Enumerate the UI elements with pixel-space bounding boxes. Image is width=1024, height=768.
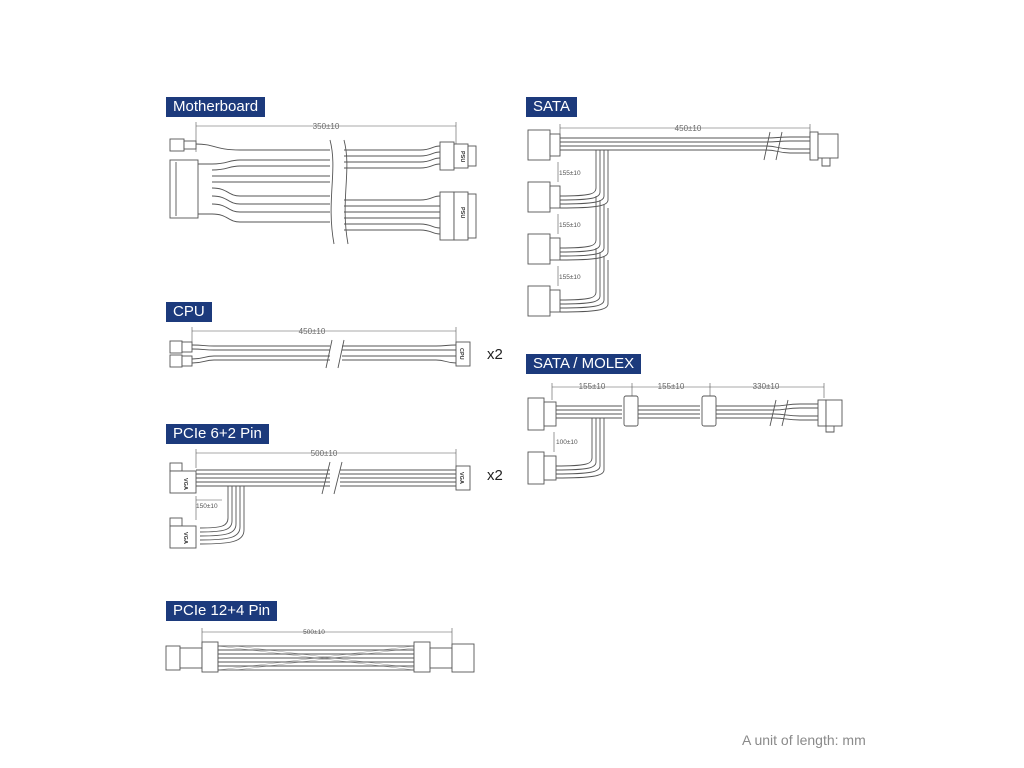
satamolex-spacing-3: 330±10 xyxy=(753,382,780,391)
pcie62-length: 500±10 xyxy=(311,449,338,458)
motherboard-length: 350±10 xyxy=(313,122,340,131)
cpu-header: CPU xyxy=(166,302,212,322)
satamolex-spacing-1: 155±10 xyxy=(579,382,606,391)
pcie62-vga-label-2: VGA xyxy=(182,532,188,544)
pcie124-header: PCIe 12+4 Pin xyxy=(166,601,278,621)
sata-header: SATA xyxy=(526,97,577,117)
satamolex-spacing-2: 155±10 xyxy=(658,382,685,391)
satamolex-header: SATA / MOLEX xyxy=(526,354,642,374)
pcie62-branch-length: 150±10 xyxy=(196,503,218,510)
motherboard-cable xyxy=(169,122,477,245)
sata-length: 450±10 xyxy=(675,124,702,133)
cpu-length: 450±10 xyxy=(299,327,326,336)
sata-spacing-2: 155±10 xyxy=(559,222,581,229)
motherboard-header: Motherboard xyxy=(166,97,266,117)
satamolex-branch-length: 100±10 xyxy=(556,439,578,446)
motherboard-psu-label-2: PSU xyxy=(459,207,465,218)
sata-spacing-1: 155±10 xyxy=(559,170,581,177)
cpu-connector-label: CPU xyxy=(458,348,464,360)
pcie124-length: 500±10 xyxy=(303,629,325,636)
unit-footnote: A unit of length: mm xyxy=(742,732,866,748)
pcie62-quantity: x2 xyxy=(487,467,503,484)
cpu-quantity: x2 xyxy=(487,346,503,363)
sata-cable xyxy=(527,124,839,317)
cpu-cable xyxy=(169,327,471,369)
satamolex-cable xyxy=(527,383,843,485)
sata-spacing-3: 155±10 xyxy=(559,274,581,281)
pcie62-header: PCIe 6+2 Pin xyxy=(166,424,269,444)
pcie62-cable xyxy=(169,449,471,549)
pcie62-vga-label-3: VGA xyxy=(458,472,464,484)
motherboard-psu-label: PSU xyxy=(459,151,465,162)
pcie124-cable xyxy=(165,628,475,673)
pcie62-vga-label-1: VGA xyxy=(182,478,188,490)
